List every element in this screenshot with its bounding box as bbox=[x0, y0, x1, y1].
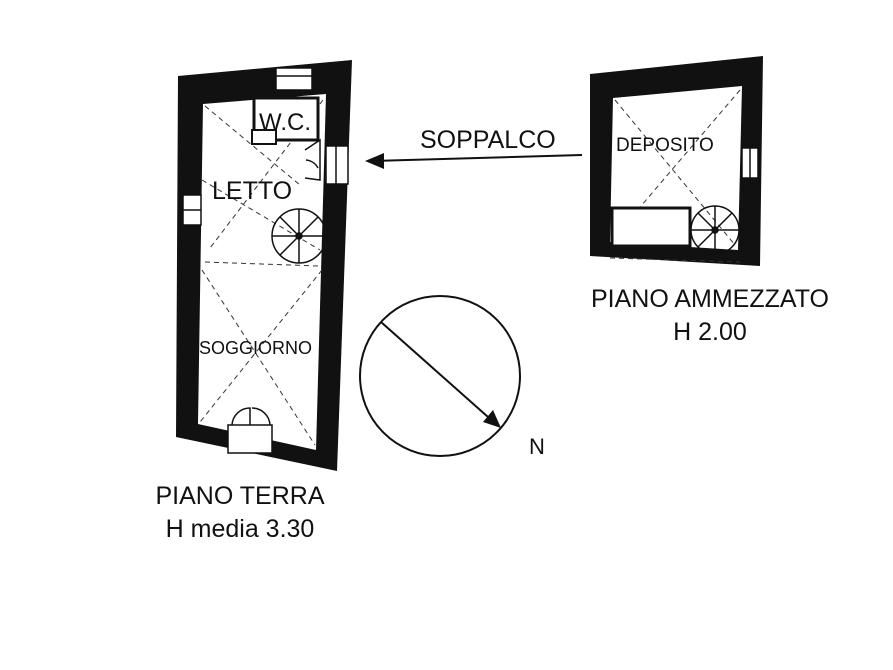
mezzanine-caption: PIANO AMMEZZATO H 2.00 bbox=[550, 283, 870, 349]
mezzanine-plan: DEPOSITO bbox=[590, 56, 763, 266]
ground-floor-walls bbox=[176, 60, 352, 471]
ground-floor-plan: W.C. LETTO SOGGIORNO bbox=[176, 60, 352, 471]
room-label-wc: W.C. bbox=[259, 109, 311, 136]
mezzanine-window bbox=[741, 147, 759, 179]
ground-floor-height: H media 3.30 bbox=[165, 515, 315, 543]
room-label-letto: LETTO bbox=[212, 177, 292, 205]
ground-floor-caption: PIANO TERRA H media 3.30 bbox=[120, 480, 360, 546]
mezzanine-walls bbox=[590, 56, 763, 266]
room-label-deposito: DEPOSITO bbox=[616, 135, 714, 156]
mezzanine-name: PIANO AMMEZZATO bbox=[591, 285, 829, 313]
ground-floor-windows bbox=[182, 67, 349, 454]
spiral-staircase-ground bbox=[271, 208, 327, 264]
mezzanine-height: H 2.00 bbox=[673, 318, 747, 346]
mezzanine-bottom-dash bbox=[609, 257, 741, 263]
entrance-door bbox=[231, 407, 271, 426]
north-label: N bbox=[529, 434, 545, 459]
ground-floor-dash-lines bbox=[199, 99, 324, 446]
spiral-staircase-mezzanine bbox=[690, 205, 740, 255]
room-label-soggiorno: SOGGIORNO bbox=[199, 338, 312, 358]
mezzanine-ledge bbox=[610, 206, 692, 248]
wc-box bbox=[251, 96, 320, 145]
north-compass: N bbox=[359, 295, 545, 459]
soppalco-label: SOPPALCO bbox=[420, 126, 556, 154]
interior-door bbox=[304, 138, 321, 181]
soppalco-arrow: SOPPALCO bbox=[365, 126, 583, 169]
ground-floor-name: PIANO TERRA bbox=[155, 482, 325, 510]
